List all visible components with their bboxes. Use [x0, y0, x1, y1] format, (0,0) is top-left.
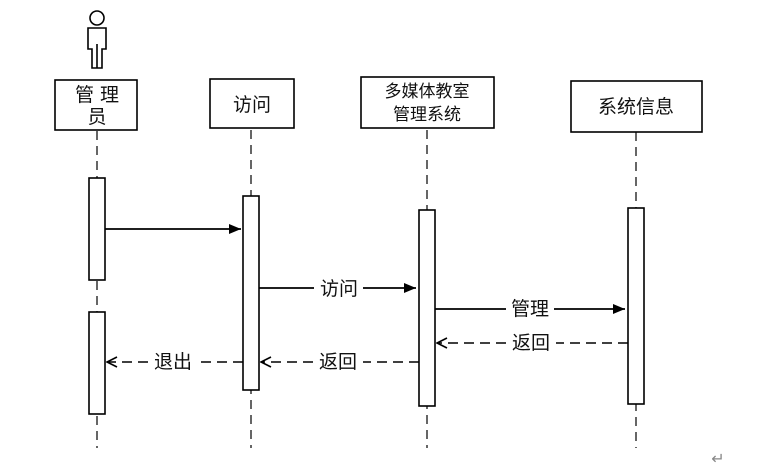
participant-box-access — [209, 78, 295, 129]
participant-label-mmsys-line1: 多媒体教室 — [385, 82, 470, 102]
paragraph-mark: ↵ — [711, 449, 724, 468]
participant-label-admin-line2: 员 — [87, 106, 106, 128]
activation-bar-sysinfo — [627, 207, 645, 405]
message-label-access: 访问 — [320, 278, 358, 300]
actor-icon — [87, 10, 107, 69]
participant-label-mmsys-line2: 管理系统 — [393, 105, 461, 125]
message-label-manage: 管理 — [511, 298, 549, 320]
message-label-return-1: 返回 — [512, 332, 550, 354]
activation-bar-mmsys — [418, 209, 436, 407]
participant-label-admin-line1: 管 理 — [75, 84, 119, 106]
message-label-return-2: 返回 — [319, 351, 357, 373]
activation-bar-admin-1 — [88, 177, 106, 281]
participant-label-access: 访问 — [233, 94, 271, 116]
message-label-exit: 退出 — [154, 351, 192, 373]
activation-bar-access — [242, 195, 260, 391]
participant-box-sysinfo — [570, 80, 703, 133]
participant-box-admin — [54, 79, 138, 131]
activation-bar-admin-2 — [88, 311, 106, 415]
participant-label-sysinfo: 系统信息 — [598, 96, 674, 118]
participant-box-mmsys — [360, 76, 495, 129]
